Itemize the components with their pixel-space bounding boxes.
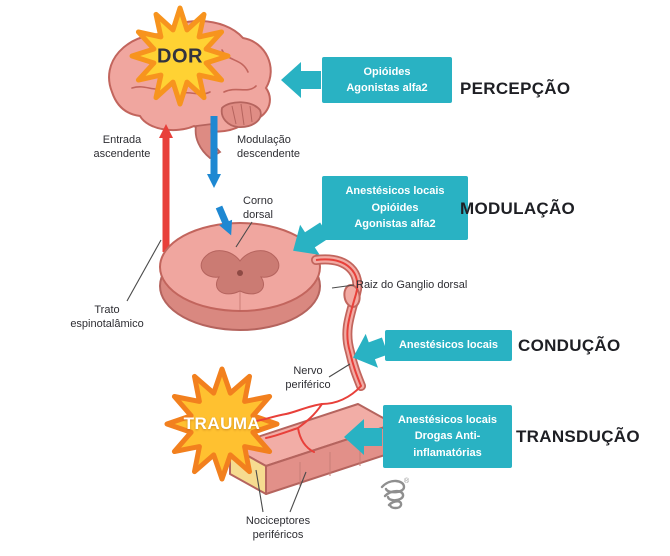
transducao-med-text: Anestésicos locais Drogas Anti- inflamat… [397, 413, 498, 459]
raiz-pointer [331, 284, 355, 289]
nervo-periferico-label: Nervo periférico [285, 365, 331, 392]
conducao-arrow [353, 333, 389, 368]
stage-label-transducao: TRANSDUÇÃO [516, 427, 640, 446]
percepcao-med-text: Opióides Agonistas alfa2 [346, 65, 428, 95]
pain-burst-label: DOR [157, 45, 203, 68]
trauma-burst-label: TRAUMA [183, 414, 261, 433]
nerve-branch [297, 427, 315, 453]
stage-label-conducao: CONDUÇÃO [518, 336, 621, 355]
trato-pointer [126, 239, 162, 302]
swirl-stroke [387, 500, 403, 510]
nerve-branch [321, 385, 362, 405]
raiz-ganglio-dorsal-label: Raiz do Ganglio dorsal [356, 279, 468, 291]
brain-gyri-line [223, 85, 257, 93]
cerebellum-ridge [249, 105, 253, 123]
stage-label-modulacao: MODULAÇÃO [460, 199, 576, 218]
pointer-lines [126, 221, 355, 513]
percepcao-arrow [281, 62, 321, 98]
nervo-pointer [328, 363, 351, 378]
transducao-arrow [344, 419, 382, 455]
spinal-cord [159, 222, 321, 331]
swirl-stroke [383, 489, 405, 502]
peripheral-nerve [311, 254, 366, 391]
nerve-branch [297, 403, 323, 429]
brand-swirl-logo [380, 479, 406, 510]
nerve-branch [285, 403, 323, 415]
modulacao-med-box: Anestésicos locais Opióides Agonistas al… [322, 176, 468, 240]
modulacao-descendente-label: Modulação descendente [237, 134, 300, 161]
stage-label-percepcao: PERCEPÇÃO [460, 79, 571, 98]
cerebellum-ridge [240, 103, 245, 126]
corno-dorsal-pointer [235, 221, 253, 248]
nerve-axon [315, 258, 362, 387]
nociceptor-pointer [255, 469, 264, 513]
modulacao-arrow [293, 222, 330, 255]
conducao-med-box: Anestésicos locais [385, 330, 512, 361]
registered-trademark-symbol: ® [404, 478, 410, 485]
corno-dorsal-label: Corno dorsal [243, 195, 273, 222]
transducao-med-box: Anestésicos locais Drogas Anti- inflamat… [383, 405, 512, 468]
nociceptor-pointer [289, 471, 307, 513]
percepcao-med-box: Opióides Agonistas alfa2 [322, 57, 452, 103]
central-canal [237, 270, 243, 276]
brain-cerebellum [220, 101, 262, 128]
cerebellum-ridge [231, 105, 237, 125]
pain-starburst [129, 5, 231, 107]
trato-espinotalamico-label: Trato espinotalâmico [70, 304, 144, 331]
trauma-starburst [164, 366, 280, 482]
nerve-branch [265, 427, 299, 439]
nerve-branch [255, 413, 287, 422]
modulacao-med-text: Anestésicos locais Opióides Agonistas al… [345, 185, 445, 231]
conducao-med-text: Anestésicos locais [398, 339, 499, 352]
nociceptores-label: Nociceptores periféricos [245, 515, 311, 542]
nerve-branches [255, 385, 362, 453]
entrada-ascendente-label: Entrada ascendente [93, 134, 151, 161]
descending-arrow-into-cord [215, 205, 233, 236]
